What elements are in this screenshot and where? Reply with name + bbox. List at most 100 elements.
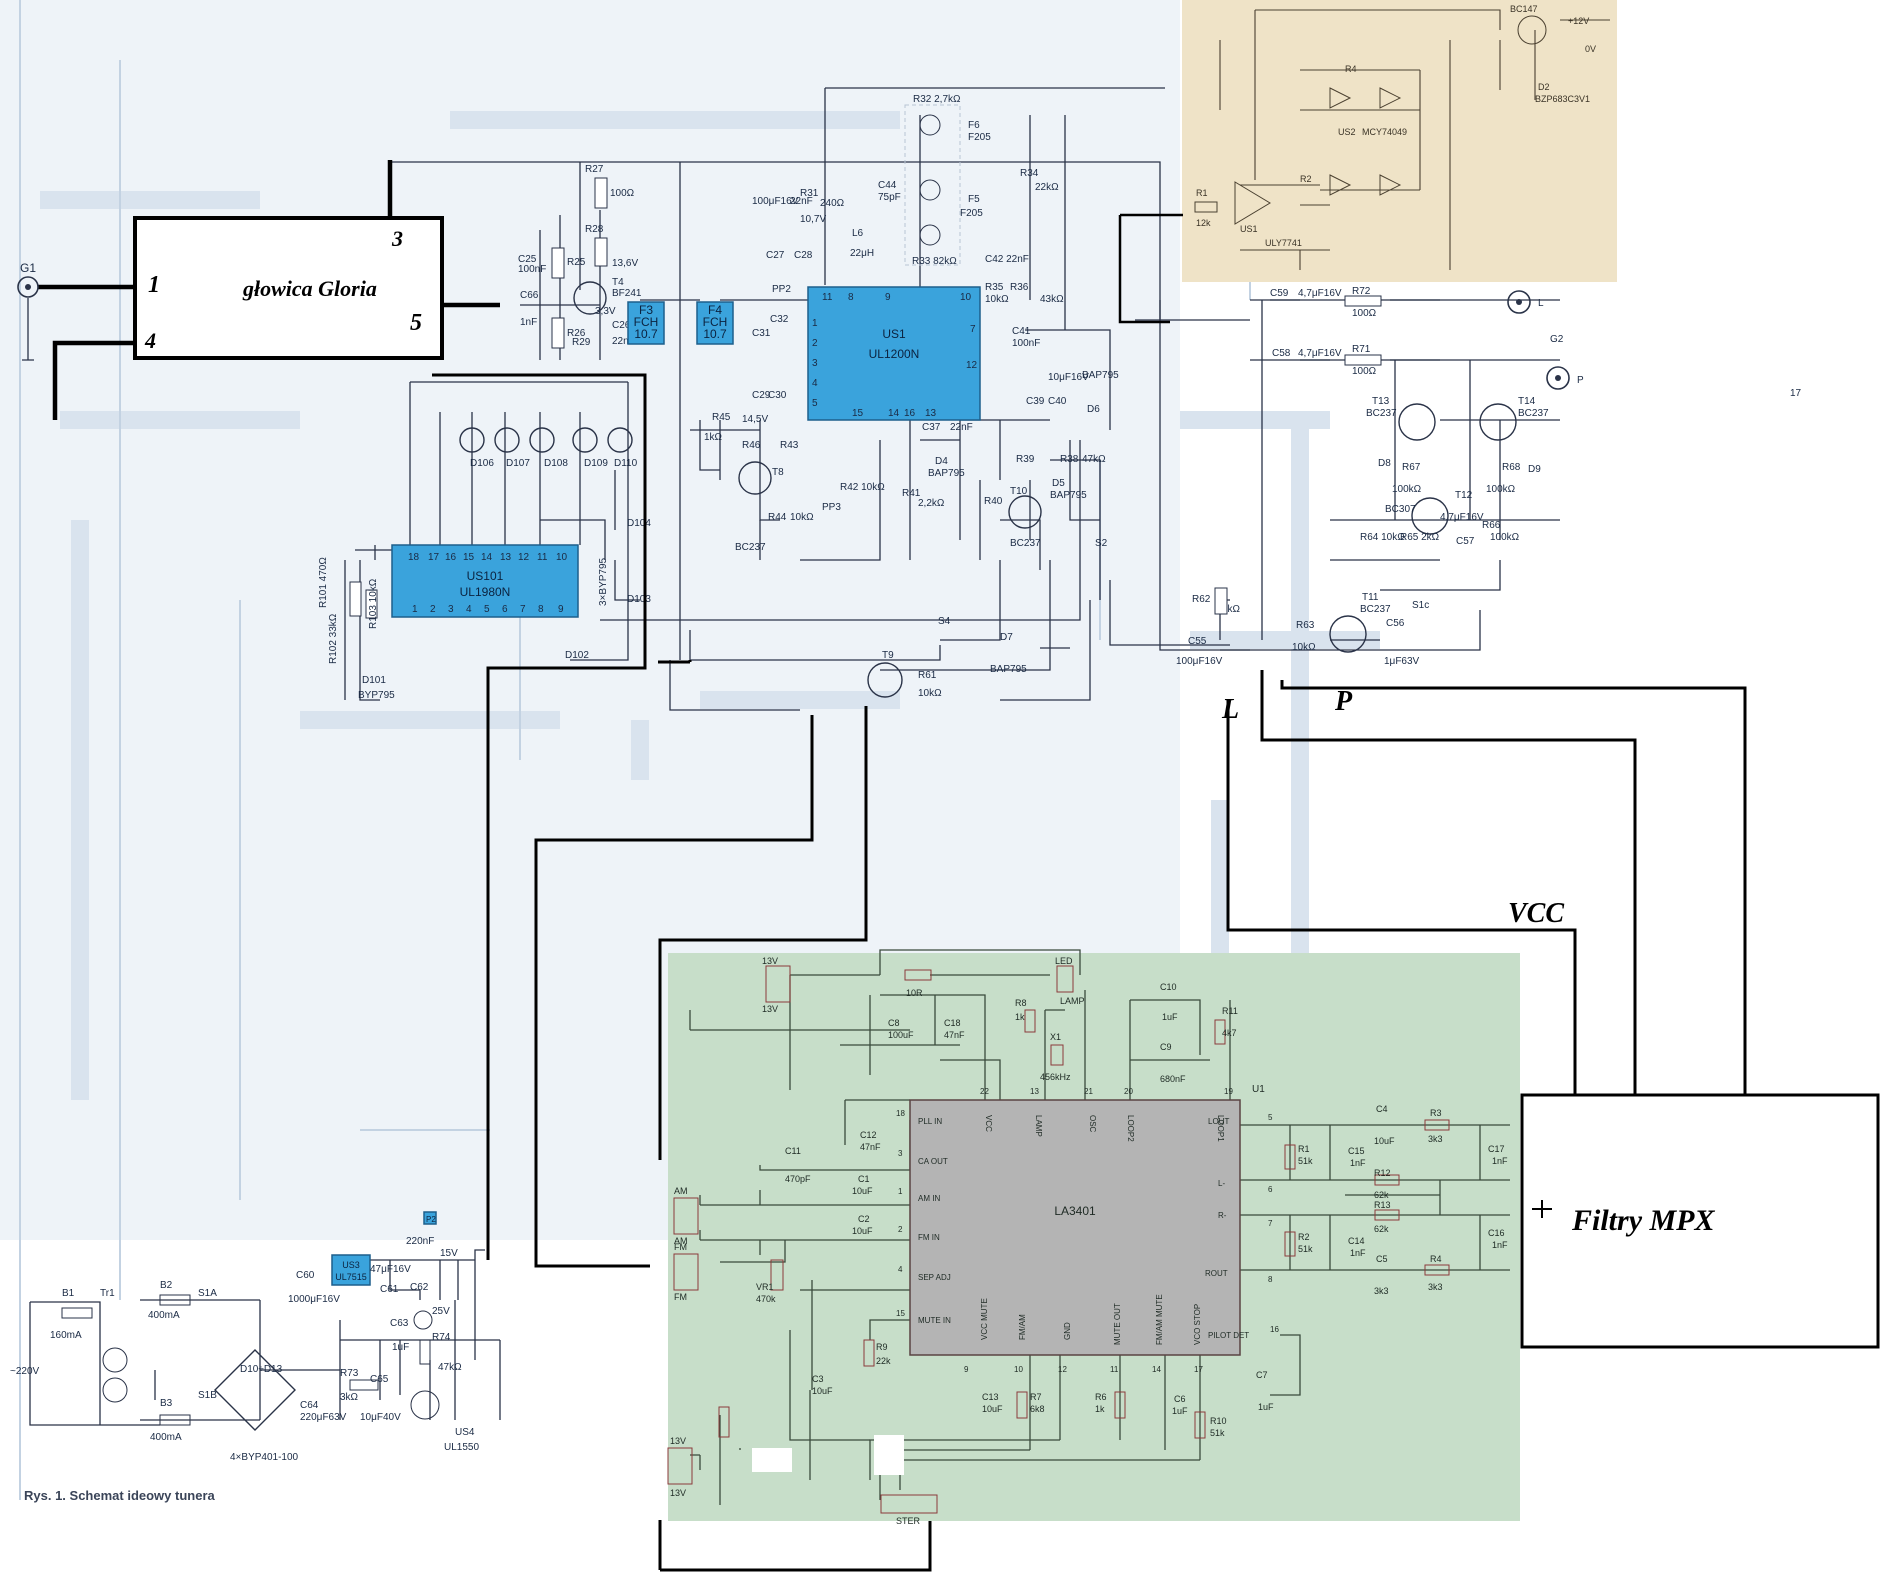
label-c64: C64 bbox=[300, 1400, 319, 1411]
label-r2: R2 bbox=[1298, 1232, 1310, 1242]
us1-peripheral-labels: R32 2,7kΩ F6 F205 C44 75pF F5 F205 R33 8… bbox=[704, 94, 1802, 699]
label-13v-bottom: 13V bbox=[670, 1436, 686, 1446]
power-supply: US3 UL7515 P2 B1 160mA Tr1 ~220V B2 400m… bbox=[10, 1211, 501, 1503]
label-r62: R62 bbox=[1192, 594, 1211, 605]
label-t12: T12 bbox=[1455, 490, 1473, 501]
gloria-pin-1: 1 bbox=[148, 272, 160, 298]
label-r43: R43 bbox=[780, 440, 799, 451]
gloria-box bbox=[133, 216, 444, 360]
label-c12-val: 47nF bbox=[860, 1142, 881, 1152]
label-c55: C55 bbox=[1188, 636, 1207, 647]
resistor-r26 bbox=[551, 317, 565, 349]
label-10-7v: 10,7V bbox=[800, 214, 826, 225]
label-s2: S2 bbox=[1095, 538, 1108, 549]
resistor-r11 bbox=[1214, 1019, 1226, 1045]
la-pin-name-osc: OSC bbox=[1088, 1115, 1097, 1133]
label-pin17: 17 bbox=[1790, 388, 1802, 399]
filter-f4-box bbox=[696, 301, 734, 345]
transistor-t14-icon bbox=[1479, 403, 1517, 441]
label-bc237-t10: BC237 bbox=[1010, 538, 1041, 549]
label-r9: R9 bbox=[876, 1342, 888, 1352]
mpx-ground-stub bbox=[1532, 1200, 1552, 1218]
led-bar-circuit: D106 D107 D108 D109 D110 US101 UL1980N 1… bbox=[318, 381, 651, 701]
led-d107-icon bbox=[494, 427, 520, 453]
label-c62-val: 220nF bbox=[406, 1236, 434, 1247]
label-r71v: 100Ω bbox=[1352, 366, 1377, 377]
la-pin-num-15: 15 bbox=[896, 1309, 905, 1318]
resistor-r9 bbox=[863, 1339, 875, 1367]
ic-la3401-part: LA3401 bbox=[1054, 1204, 1096, 1218]
label-15v: 15V bbox=[440, 1248, 458, 1259]
label-r65: R65 2kΩ bbox=[1400, 532, 1440, 543]
label-fm-2: FM bbox=[674, 1292, 687, 1302]
label-f205a: F205 bbox=[968, 132, 991, 143]
la-pin-num-10: 10 bbox=[1014, 1365, 1023, 1374]
coil-f5-icon bbox=[919, 179, 941, 201]
label-r64: R64 10kΩ bbox=[1360, 532, 1405, 543]
la-pin-num-18: 18 bbox=[896, 1109, 905, 1118]
resistor-r101 bbox=[349, 581, 362, 617]
la-pin-name-loop2: LOOP2 bbox=[1126, 1115, 1135, 1142]
psu-resistor-r73 bbox=[349, 1379, 379, 1391]
label-r38v: 47kΩ bbox=[1082, 454, 1106, 465]
la-pin-name-am-in: AM IN bbox=[918, 1194, 940, 1203]
ic-us101-part: UL1980N bbox=[460, 585, 511, 599]
label-bc307: BC307 bbox=[1385, 504, 1416, 515]
la-pin-num-9: 9 bbox=[964, 1365, 969, 1374]
label-r103: R103 10kΩ bbox=[368, 578, 379, 629]
label-r2-val: 51k bbox=[1298, 1244, 1313, 1254]
svg-text:2: 2 bbox=[812, 338, 818, 349]
label-c66v: 1nF bbox=[520, 317, 537, 328]
label-c31: C31 bbox=[752, 328, 771, 339]
label-r66v: 100kΩ bbox=[1490, 532, 1520, 543]
psu-us4-icon bbox=[410, 1390, 440, 1420]
label-c25: C25 bbox=[518, 254, 537, 265]
label-lamp: LAMP bbox=[1060, 996, 1085, 1006]
la3401-bottom-pins: VCC MUTE FM/AM GND MUTE OUT FM/AM MUTE V… bbox=[964, 1294, 1279, 1374]
label-b1: B1 bbox=[62, 1288, 75, 1299]
resistor-r2 bbox=[1284, 1231, 1296, 1257]
label-c16: C16 bbox=[1488, 1228, 1505, 1238]
label-r45v: 1kΩ bbox=[704, 432, 723, 443]
la-pin-num-5: 5 bbox=[1268, 1113, 1273, 1122]
label-c57v: 4,7μF16V bbox=[1440, 512, 1484, 523]
la-pin-name-vco-stop: VCO STOP bbox=[1193, 1304, 1202, 1345]
label-r45: R45 bbox=[712, 412, 731, 423]
label-r36v: 43kΩ bbox=[1040, 294, 1064, 305]
psu-transformer-icon bbox=[102, 1347, 128, 1373]
label-c4-val: 10uF bbox=[1374, 1136, 1395, 1146]
label-us4: US4 bbox=[455, 1427, 475, 1438]
coil-l-icon bbox=[919, 224, 941, 246]
us101-pin-10: 10 bbox=[556, 552, 568, 563]
stereo-output-stage: C59 4,7μF16V R72 100Ω C58 4,7μF16V R71 1… bbox=[1270, 286, 1584, 667]
label-r10: R10 bbox=[1210, 1416, 1227, 1426]
label-c44v: 75pF bbox=[878, 192, 901, 203]
la-pin-name-fm-in: FM IN bbox=[918, 1233, 940, 1242]
inset-label-d2: D2 bbox=[1538, 82, 1550, 92]
gloria-pin-3: 3 bbox=[391, 226, 403, 251]
label-r11: R11 bbox=[1222, 1006, 1238, 1016]
us101-pin-8: 8 bbox=[538, 604, 544, 615]
label-d109: D109 bbox=[584, 458, 608, 469]
filter-f3-line2: 10.7 bbox=[634, 327, 658, 341]
label-c27: C27 bbox=[766, 250, 785, 261]
label-t13: T13 bbox=[1372, 396, 1390, 407]
us101-pin-14: 14 bbox=[481, 552, 493, 563]
label-ul1550: UL1550 bbox=[444, 1442, 479, 1453]
inset-paper-background bbox=[1182, 0, 1617, 282]
label-c57: C57 bbox=[1456, 536, 1475, 547]
label-vr1-val: 470k bbox=[756, 1294, 776, 1304]
label-13v-bottom-2: 13V bbox=[670, 1488, 686, 1498]
us101-pin-11: 11 bbox=[537, 552, 548, 563]
label-c1-val: 10uF bbox=[852, 1186, 873, 1196]
mpx-filter-box bbox=[1520, 1093, 1880, 1349]
la-pin-num-1: 1 bbox=[898, 1187, 903, 1196]
filter-f3-box bbox=[627, 301, 665, 345]
svg-text:9: 9 bbox=[885, 292, 891, 303]
la3401-right-pins: LOUT L- R- ROUT 5 6 7 8 bbox=[1205, 1113, 1273, 1284]
la-pin-num-3: 3 bbox=[898, 1149, 903, 1158]
label-c6-val: 1uF bbox=[1172, 1406, 1188, 1416]
label-bap795-1: BAP795 bbox=[1082, 370, 1119, 381]
label-r42: R42 10kΩ bbox=[840, 482, 885, 493]
label-c2-val: 10uF bbox=[852, 1226, 873, 1236]
